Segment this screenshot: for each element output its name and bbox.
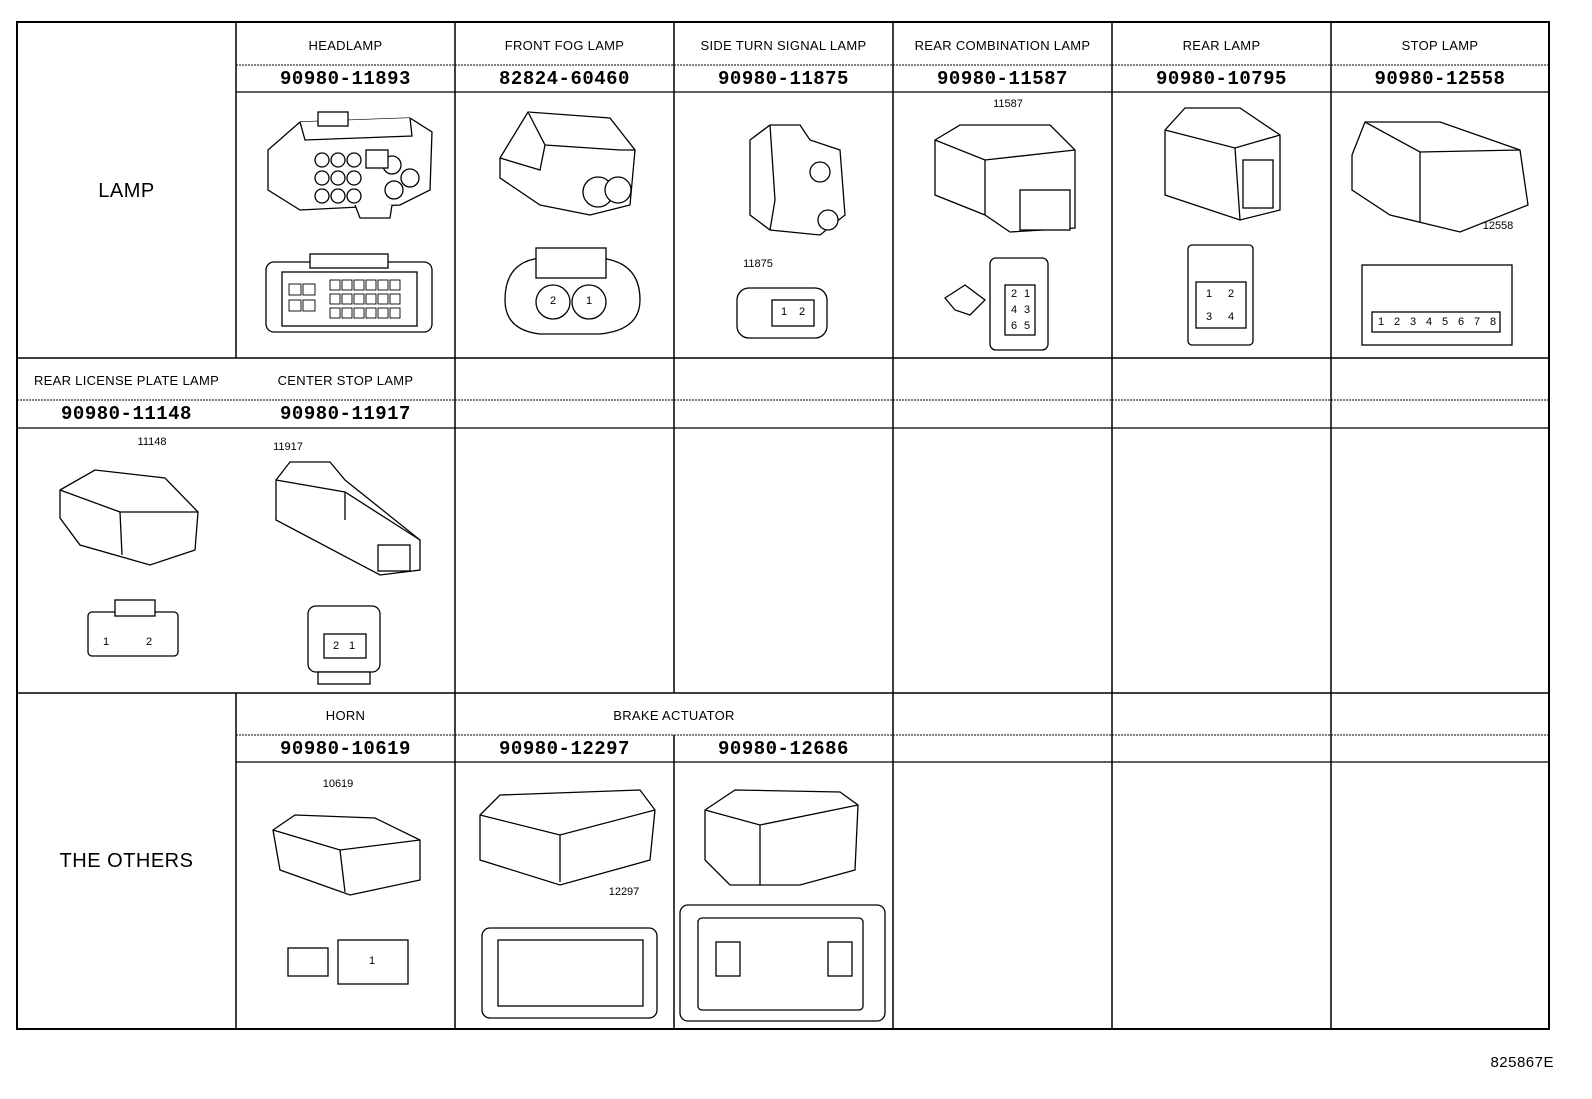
rear-combination-lamp-pin: 2 [1010,288,1018,300]
center-stop-lamp-pin: 1 [348,640,356,652]
stop-lamp-pin: 7 [1473,316,1481,328]
front-fog-lamp-pin: 1 [585,295,593,307]
stop-lamp-pin: 1 [1377,316,1385,328]
rear-combination-lamp-pin: 1 [1023,288,1031,300]
brake-actuator-12686-part-number: 90980-12686 [718,738,849,760]
front-fog-lamp-label: FRONT FOG LAMP [504,38,625,53]
stop-lamp-part-number: 90980-12558 [1374,68,1506,90]
rear-combination-lamp-part-number: 90980-11587 [937,68,1068,90]
rear-combination-lamp-pin: 5 [1023,320,1031,332]
center-stop-lamp-part-number: 90980-11917 [280,403,411,425]
rear-lamp-part-number: 90980-10795 [1156,68,1287,90]
stop-lamp-pin: 4 [1425,316,1433,328]
rear-combination-lamp-label: REAR COMBINATION LAMP [914,38,1091,53]
stop-lamp-pin: 3 [1409,316,1417,328]
rear-license-plate-lamp-label: REAR LICENSE PLATE LAMP [33,373,220,388]
brake-actuator-12297-connector-drawing [479,789,658,1019]
center-stop-lamp-label: CENTER STOP LAMP [277,373,414,388]
rear-license-plate-lamp-pin: 1 [102,636,110,648]
front-fog-lamp-part-number: 82824-60460 [499,68,630,90]
rear-lamp-connector-drawing [1164,107,1281,346]
stop-lamp-pin: 8 [1489,316,1497,328]
brake-actuator-12297-tag: 12297 [608,886,640,898]
headlamp-part-number: 90980-11893 [280,68,411,90]
brake-actuator-12297-part-number: 90980-12297 [499,738,630,760]
center-stop-lamp-pin: 2 [332,640,340,652]
center-stop-lamp-connector-drawing [275,461,421,685]
rear-combination-lamp-pin: 3 [1023,304,1031,316]
stop-lamp-pin: 6 [1457,316,1465,328]
center-stop-lamp-tag: 11917 [273,441,303,453]
rear-license-plate-lamp-part-number: 90980-11148 [61,403,192,425]
brake-actuator-12686-connector-drawing [679,789,886,1022]
stop-lamp-connector-drawing [1351,121,1529,346]
side-turn-signal-lamp-tag: 11875 [743,258,773,270]
front-fog-lamp-connector-drawing [499,111,641,335]
rear-lamp-pin: 4 [1227,311,1235,323]
stop-lamp-pin: 2 [1393,316,1401,328]
headlamp-label: HEADLAMP [308,38,383,53]
front-fog-lamp-pin: 2 [549,295,557,307]
rear-combination-lamp-pin: 6 [1010,320,1018,332]
horn-connector-drawing [272,814,421,985]
side-turn-signal-lamp-connector-drawing [736,124,846,339]
category-the-others: THE OTHERS [59,850,194,872]
rear-license-plate-lamp-connector-drawing [59,469,199,657]
rear-combination-lamp-pin: 4 [1010,304,1018,316]
side-turn-signal-lamp-pin: 1 [780,306,788,318]
stop-lamp-tag: 12558 [1482,220,1514,232]
brake-actuator-label: BRAKE ACTUATOR [613,708,735,723]
stop-lamp-pin: 5 [1441,316,1449,328]
rear-lamp-pin: 2 [1227,288,1235,300]
stop-lamp-label: STOP LAMP [1401,38,1479,53]
horn-tag: 10619 [322,778,354,790]
headlamp-connector-drawing [265,111,433,333]
horn-pin: 1 [368,955,376,967]
figure-reference: 825867E [1490,1054,1554,1071]
side-turn-signal-lamp-label: SIDE TURN SIGNAL LAMP [700,38,867,53]
side-turn-signal-lamp-pin: 2 [798,306,806,318]
rear-license-plate-lamp-tag: 11148 [137,436,167,448]
rear-combination-lamp-connector-drawing [934,124,1076,351]
category-lamp: LAMP [98,180,155,202]
side-turn-signal-lamp-part-number: 90980-11875 [718,68,849,90]
rear-lamp-pin: 1 [1205,288,1213,300]
rear-lamp-pin: 3 [1205,311,1213,323]
rear-lamp-label: REAR LAMP [1182,38,1261,53]
rear-license-plate-lamp-pin: 2 [145,636,153,648]
horn-label: HORN [325,708,366,723]
rear-combination-lamp-tag: 11587 [993,98,1023,110]
horn-part-number: 90980-10619 [280,738,411,760]
